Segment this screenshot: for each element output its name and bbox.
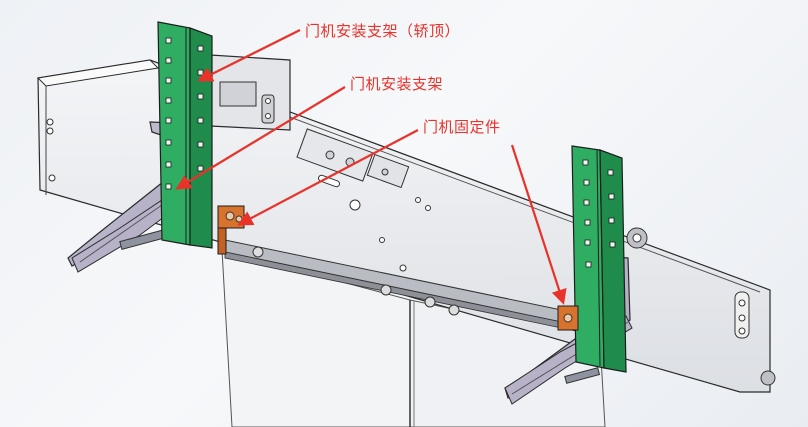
label-door-machine-bracket-car-top: 门机安装支架（轿顶） (305, 22, 461, 40)
door-motor-box (209, 54, 291, 131)
right-green-mounting-rail (571, 145, 627, 373)
arrow-to-car-top-bracket (197, 29, 301, 82)
left-green-mounting-rail (157, 21, 213, 249)
arrow-to-left-fixture (237, 129, 419, 226)
arrow-to-bracket (175, 86, 346, 190)
label-door-machine-bracket: 门机安装支架 (350, 75, 444, 93)
annotation-arrows (175, 29, 567, 305)
arrow-to-right-fixture (510, 144, 567, 305)
right-door-machine-fixture (557, 305, 579, 331)
label-door-machine-fixing-piece: 门机固定件 (423, 118, 501, 136)
